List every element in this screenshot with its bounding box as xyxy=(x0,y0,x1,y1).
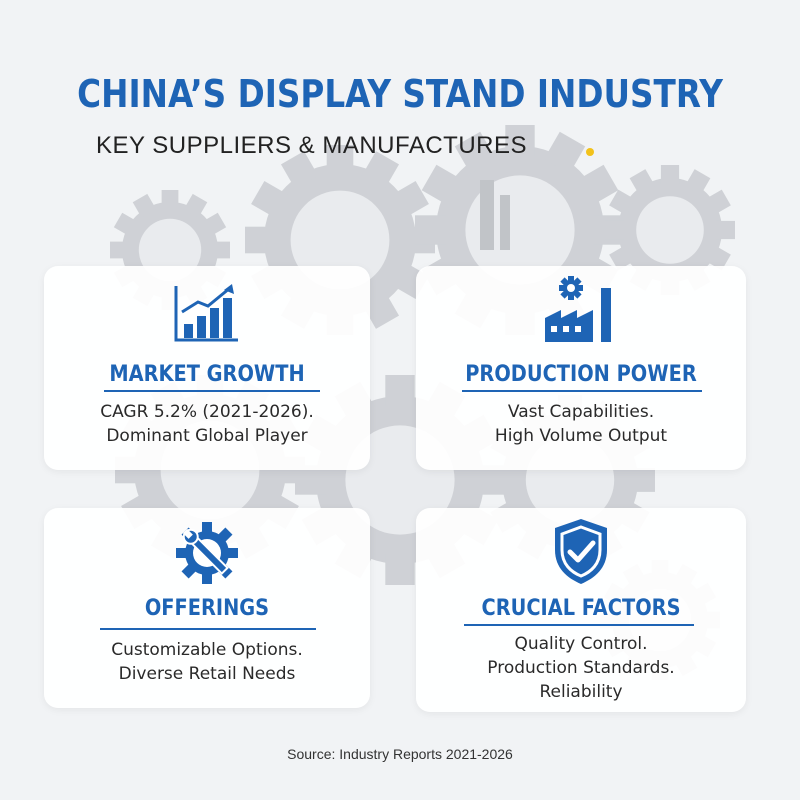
page-subtitle: KEY SUPPLIERS & MANUFACTURES xyxy=(96,132,527,159)
card-title-offerings: OFFERINGS xyxy=(144,596,270,621)
card-divider xyxy=(464,624,694,626)
card-text-line: Vast Capabilities. xyxy=(507,402,655,422)
card-divider xyxy=(104,390,320,392)
page-title: CHINA’S DISPLAY STAND INDUSTRY xyxy=(77,72,723,116)
card-text-line: Diverse Retail Needs xyxy=(118,664,296,684)
accent-dot xyxy=(586,148,594,156)
source-note: Source: Industry Reports 2021-2026 xyxy=(287,746,513,762)
gear-wrench-icon xyxy=(176,522,238,584)
card-divider xyxy=(100,628,316,630)
card-production-power: PRODUCTION POWER Vast Capabilities. High… xyxy=(416,266,746,470)
card-divider xyxy=(462,390,702,392)
card-text-line: Production Standards. xyxy=(487,658,675,678)
factory-gear-icon xyxy=(545,276,611,342)
card-crucial-factors: CRUCIAL FACTORS Quality Control. Product… xyxy=(416,508,746,712)
card-title-market-growth: MARKET GROWTH xyxy=(109,362,305,387)
shield-check-icon xyxy=(555,519,607,584)
card-title-production-power: PRODUCTION POWER xyxy=(465,362,697,387)
card-offerings: OFFERINGS Customizable Options. Diverse … xyxy=(44,508,370,708)
card-text-line: Quality Control. xyxy=(514,634,648,654)
card-text-line: Dominant Global Player xyxy=(106,426,308,446)
card-market-growth: MARKET GROWTH CAGR 5.2% (2021-2026). Dom… xyxy=(44,266,370,470)
card-text-line: High Volume Output xyxy=(494,426,668,446)
card-text-line: Reliability xyxy=(539,682,623,702)
card-text-line: Customizable Options. xyxy=(111,640,303,660)
bar-chart-growth-icon xyxy=(174,284,238,342)
card-title-crucial-factors: CRUCIAL FACTORS xyxy=(481,596,681,621)
card-text-line: CAGR 5.2% (2021-2026). xyxy=(100,402,314,422)
